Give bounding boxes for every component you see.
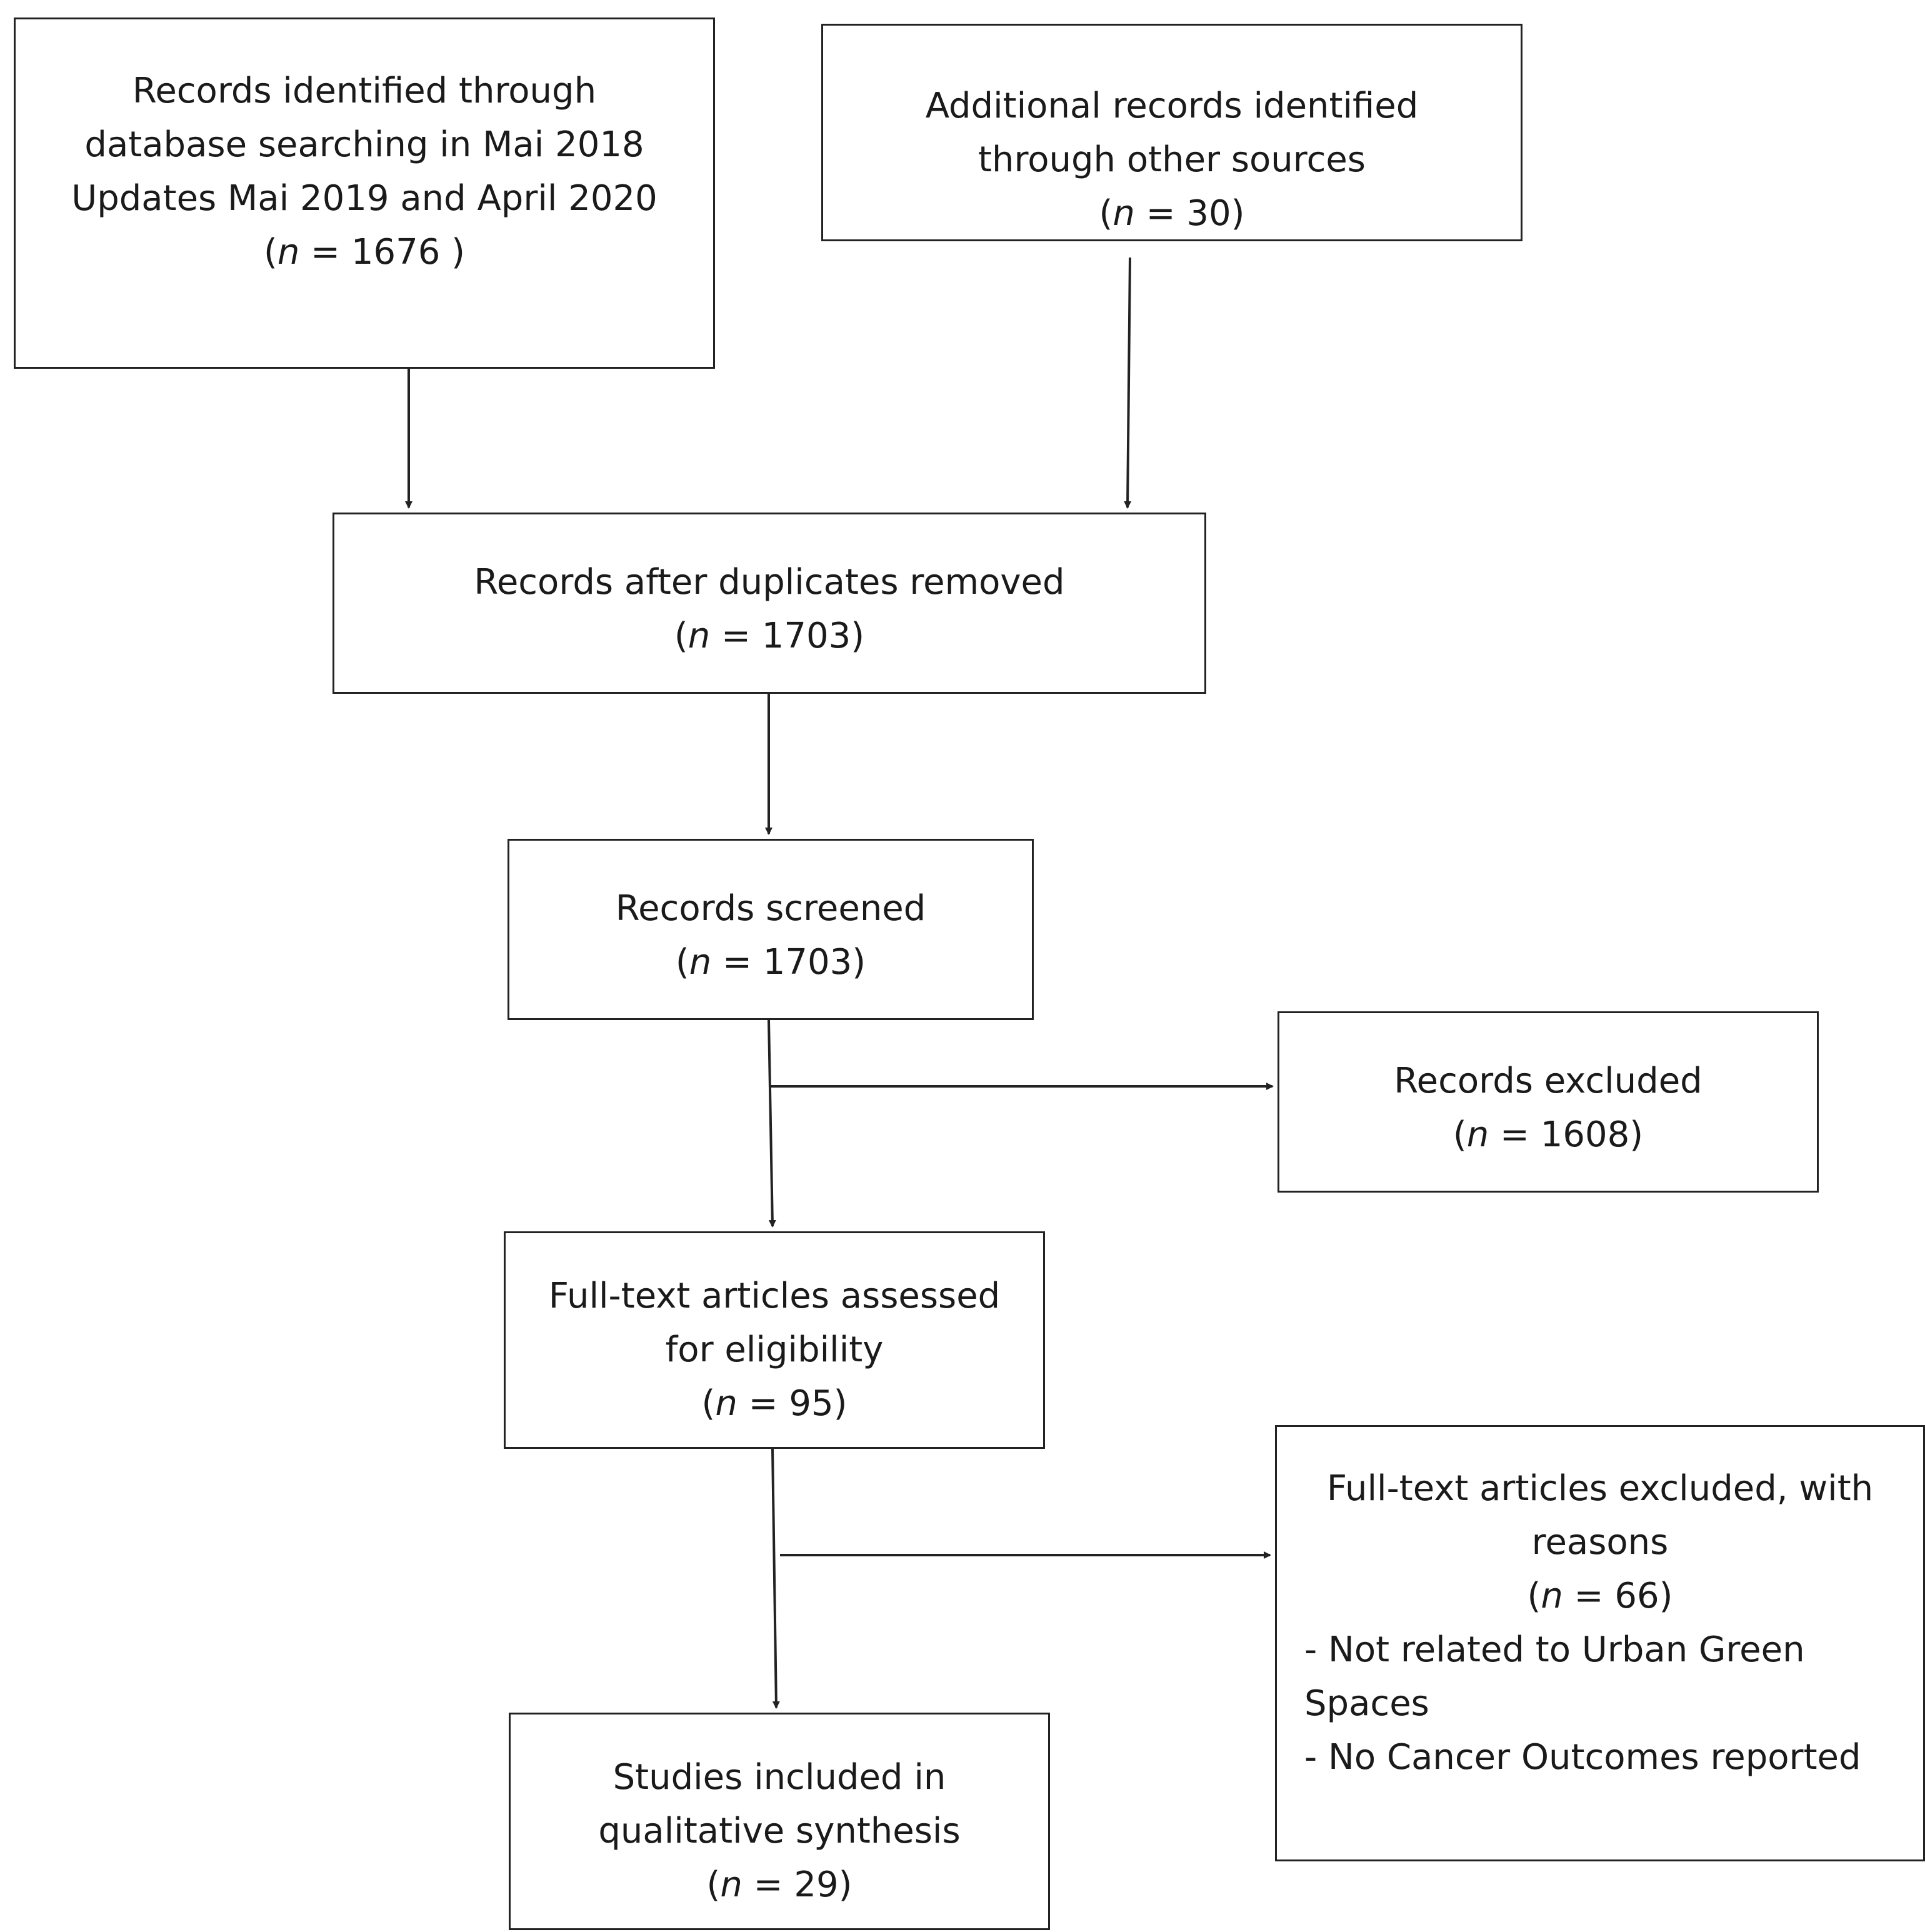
n-value: = 1703)	[710, 616, 865, 656]
box-studies-included: Studies included in qualitative synthesi…	[509, 1713, 1050, 1930]
count-line: (n = 30)	[1099, 193, 1245, 234]
count-line: (n = 1676 )	[263, 232, 466, 273]
reason-line: Spaces	[1304, 1683, 1429, 1724]
text-line: for eligibility	[665, 1329, 884, 1370]
text-line: Records after duplicates removed	[474, 562, 1065, 603]
n-label: n	[1466, 1114, 1489, 1155]
n-label: n	[1541, 1576, 1563, 1616]
n-value: = 1608)	[1489, 1114, 1644, 1155]
text-line: Full-text articles excluded, with	[1326, 1468, 1874, 1509]
text-line: through other sources	[978, 139, 1366, 180]
count-line: (n = 95)	[701, 1383, 848, 1424]
n-value: = 30)	[1134, 193, 1245, 234]
count-line: (n = 1703)	[674, 616, 865, 656]
box-records-screened: Records screened (n = 1703)	[508, 839, 1034, 1020]
text-line: Records identified through	[132, 71, 597, 111]
n-value: = 1676 )	[299, 232, 466, 273]
text-line: Full-text articles assessed	[548, 1276, 1001, 1316]
arrow-screened-to-fulltext	[768, 1019, 776, 1228]
text-line: Additional records identified	[925, 86, 1419, 126]
box-records-identified-database: Records identified through database sear…	[14, 18, 715, 369]
box-additional-records: Additional records identified through ot…	[821, 24, 1522, 241]
count-line: (n = 1703)	[675, 942, 866, 983]
n-value: = 29)	[742, 1864, 852, 1905]
count-line: (n = 66)	[1527, 1576, 1673, 1616]
text-line: Records screened	[615, 888, 926, 929]
text-line: Studies included in	[612, 1757, 946, 1798]
count-line: (n = 1608)	[1452, 1114, 1644, 1155]
box-records-after-duplicates: Records after duplicates removed (n = 17…	[332, 513, 1206, 694]
n-label: n	[720, 1864, 742, 1905]
n-label: n	[688, 616, 711, 656]
reason-line: - No Cancer Outcomes reported	[1304, 1737, 1861, 1778]
text-line: qualitative synthesis	[598, 1811, 961, 1851]
reason-line: - Not related to Urban Green	[1304, 1629, 1805, 1670]
arrow-other-to-duplicates	[1124, 257, 1132, 509]
arrow-fulltext-to-included	[771, 1448, 780, 1709]
n-label: n	[689, 942, 712, 983]
text-line: database searching in Mai 2018	[84, 124, 644, 165]
text-line: reasons	[1531, 1522, 1669, 1563]
text-line: Updates Mai 2019 and April 2020	[71, 178, 658, 219]
count-line: (n = 29)	[706, 1864, 852, 1905]
box-fulltext-excluded: Full-text articles excluded, with reason…	[1275, 1425, 1925, 1861]
box-fulltext-assessed: Full-text articles assessed for eligibil…	[504, 1231, 1045, 1449]
n-label: n	[277, 232, 300, 273]
n-value: = 66)	[1562, 1576, 1673, 1616]
n-label: n	[715, 1383, 738, 1424]
n-value: = 95)	[737, 1383, 848, 1424]
n-label: n	[1112, 193, 1135, 234]
n-value: = 1703)	[711, 942, 866, 983]
text-line: Records excluded	[1394, 1061, 1702, 1101]
box-records-excluded: Records excluded (n = 1608)	[1278, 1011, 1819, 1193]
